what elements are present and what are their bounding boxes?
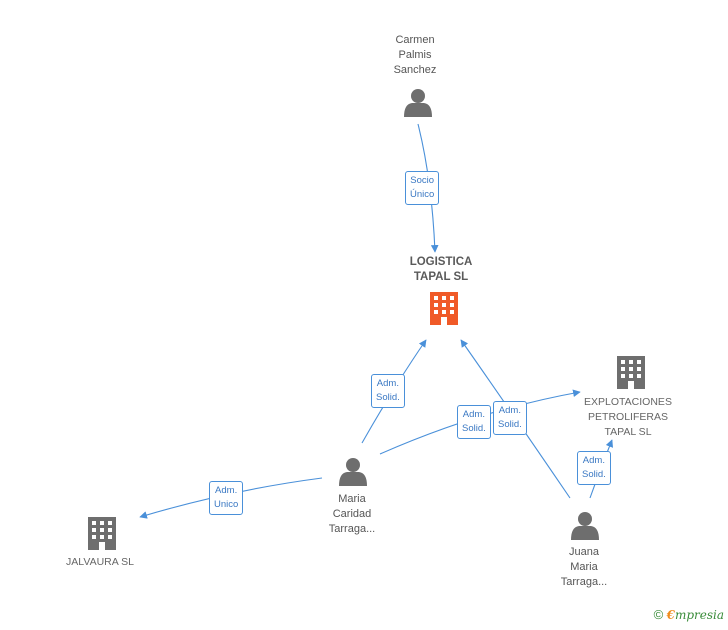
person-icon-juana[interactable] [571,512,599,540]
edge-label-maria-logistica[interactable]: Adm.Solid. [371,374,405,408]
building-icon-logistica[interactable] [430,292,458,325]
edge-label-maria-jalvaura[interactable]: Adm.Unico [209,481,244,515]
building-icon-explotaciones[interactable] [617,356,645,389]
edge-label-juana-logistica[interactable]: Adm.Solid. [493,401,527,435]
brand-logo: © €mpresia [654,607,724,622]
building-icon-jalvaura[interactable] [88,517,116,550]
edge-label-maria-explotaciones[interactable]: Adm.Solid. [457,405,491,439]
edge-label-juana-explotaciones[interactable]: Adm.Solid. [577,451,611,485]
edges [139,123,614,519]
person-icon-carmen[interactable] [404,89,432,117]
node-label-jalvaura[interactable]: JALVAURA SL [66,556,134,568]
copyright-icon: © [653,607,664,622]
brand-name: mpresia [674,608,724,622]
brand-e: € [666,608,675,622]
person-icon-maria[interactable] [339,458,367,486]
